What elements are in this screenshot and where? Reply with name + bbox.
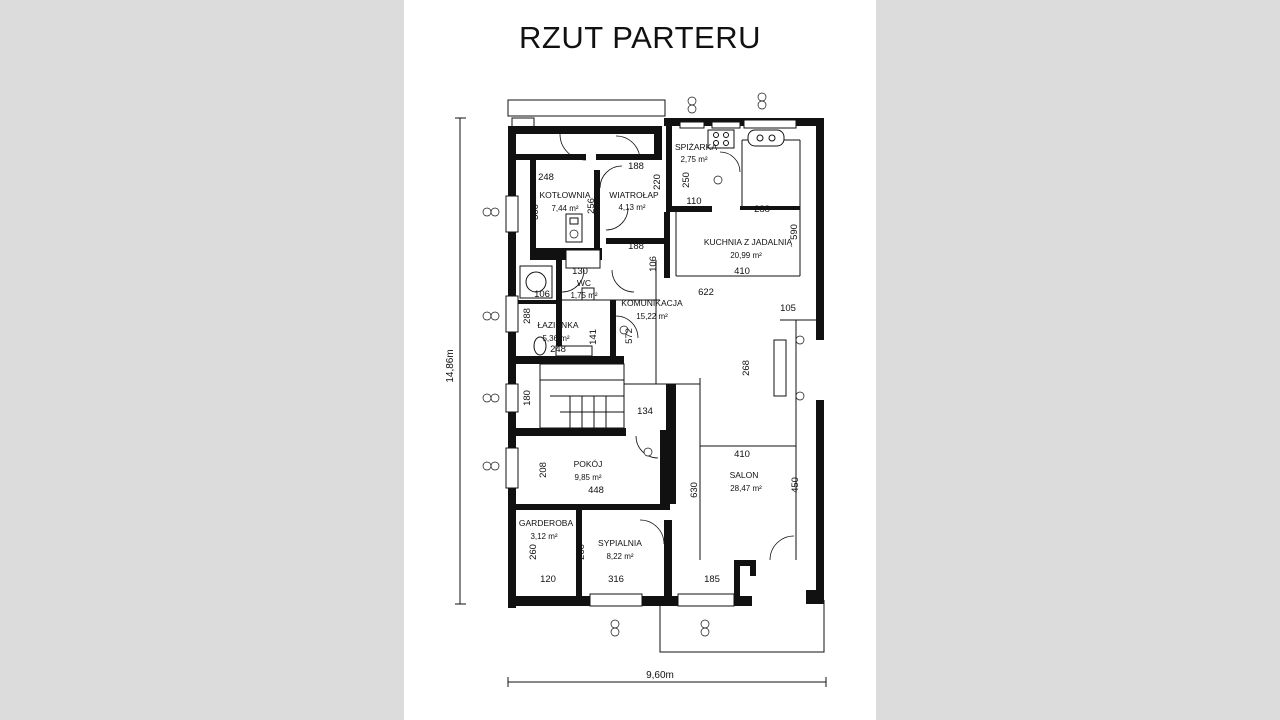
room-name: KOMUNIKACJA xyxy=(621,298,683,308)
room-area: 3,12 m² xyxy=(530,532,557,541)
overall-height-dimension: 14,86m xyxy=(445,117,466,605)
dimension-label: 141 xyxy=(588,329,599,345)
room-area: 1,75 m² xyxy=(570,291,597,300)
dimension-label: 450 xyxy=(790,477,801,493)
dimension-label: 288 xyxy=(522,308,533,324)
dimension-label: 268 xyxy=(741,360,752,376)
room-area: 20,99 m² xyxy=(730,251,762,260)
room-area: 28,47 m² xyxy=(730,484,762,493)
room-name: WC xyxy=(577,278,591,288)
overall-width-label: 9,60m xyxy=(646,670,674,681)
room-area: 15,22 m² xyxy=(636,312,668,321)
dimension-label: 134 xyxy=(637,406,653,417)
room-labels: KOTŁOWNIA 7,44 m² SPIŻARKA 2,75 m² WIATR… xyxy=(519,142,793,561)
dimension-label: 256 xyxy=(586,198,597,214)
dimension-label: 105 xyxy=(780,303,796,314)
dimension-label: 120 xyxy=(540,574,556,585)
room-name: KUCHNIA Z JADALNIĄ xyxy=(704,237,793,247)
dimension-label: 300 xyxy=(530,204,541,220)
room-area: 9,85 m² xyxy=(574,473,601,482)
dimension-label: 622 xyxy=(698,287,714,298)
fixtures xyxy=(519,129,785,357)
partition-lines xyxy=(560,139,816,560)
room-area: 5,36 m² xyxy=(542,334,569,343)
dimension-label: 316 xyxy=(608,574,624,585)
page-title: RZUT PARTERU xyxy=(519,20,761,55)
room-area: 2,75 m² xyxy=(680,155,707,164)
dimension-label: 590 xyxy=(789,224,800,240)
room-name: SYPIALNIA xyxy=(598,538,642,548)
dimension-label: 260 xyxy=(576,544,587,560)
staircase xyxy=(539,363,625,429)
entrance-canopy xyxy=(507,99,666,117)
room-area: 7,44 m² xyxy=(551,204,578,213)
room-name: SALON xyxy=(730,470,759,480)
dimension-labels: 248 188 250 110 288 220 300 256 590 188 … xyxy=(522,161,801,585)
dimension-label: 248 xyxy=(550,344,566,355)
dimension-label: 572 xyxy=(624,328,635,344)
overall-height-label: 14,86m xyxy=(445,349,456,382)
dimension-label: 180 xyxy=(522,390,533,406)
dimension-label: 448 xyxy=(588,485,604,496)
dimension-label: 188 xyxy=(628,241,644,252)
dimension-label: 110 xyxy=(686,196,701,207)
dimension-label: 410 xyxy=(734,266,750,277)
dimension-label: 130 xyxy=(572,266,588,277)
room-name: POKÓJ xyxy=(574,459,603,469)
dimension-label: 260 xyxy=(528,544,539,560)
room-name: ŁAZIENKA xyxy=(537,320,578,330)
windows xyxy=(505,119,797,607)
doors xyxy=(559,133,795,561)
room-name: SPIŻARKA xyxy=(675,142,717,152)
terrace-outline xyxy=(659,600,825,653)
dimension-label: 188 xyxy=(628,161,644,172)
grid-tags xyxy=(482,92,805,637)
room-name: WIATROŁAP xyxy=(609,190,659,200)
overall-width-dimension: 9,60m xyxy=(507,670,827,687)
dimension-label: 250 xyxy=(681,172,692,188)
dimension-label: 220 xyxy=(652,174,663,190)
dimension-label: 288 xyxy=(754,204,770,215)
room-name: GARDEROBA xyxy=(519,518,574,528)
dimension-label: 410 xyxy=(734,449,750,460)
dimension-label: 106 xyxy=(648,256,659,272)
dimension-label: 106 xyxy=(534,289,550,300)
room-area: 4,13 m² xyxy=(618,203,645,212)
room-name: KOTŁOWNIA xyxy=(539,190,590,200)
dimension-label: 248 xyxy=(538,172,554,183)
dimension-label: 630 xyxy=(689,482,700,498)
dimension-label: 208 xyxy=(538,462,549,478)
room-area: 8,22 m² xyxy=(606,552,633,561)
dimension-label: 185 xyxy=(704,574,720,585)
